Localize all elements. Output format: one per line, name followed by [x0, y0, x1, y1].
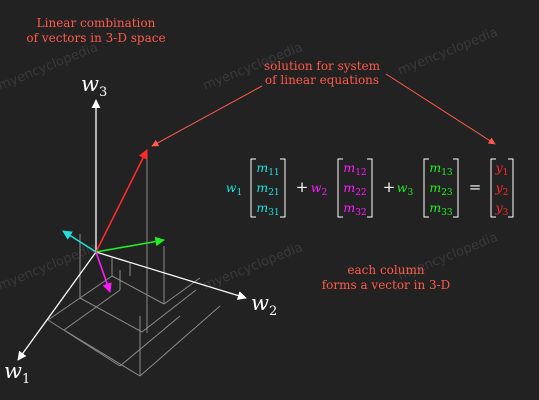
matrix-entry-m11: m11 — [256, 160, 279, 178]
axis-label-w2: w2 — [251, 291, 277, 319]
matrix-entry-m21: m21 — [256, 180, 279, 198]
weight-w1: w1 — [226, 180, 242, 198]
matrix-entry-m33: m33 — [429, 200, 453, 218]
matrix-column-2-right-bracket — [367, 158, 373, 218]
matrix-entry-m13: m13 — [429, 160, 453, 178]
result-entry-y1: y1 — [495, 160, 509, 178]
matrix-column-2-left-bracket — [337, 158, 343, 218]
plus-sign: + — [383, 178, 396, 196]
caption-linear-combination-line1: Linear combination — [37, 16, 156, 30]
watermark: myencyclopedia — [201, 240, 305, 294]
watermark: myencyclopedia — [396, 25, 500, 79]
weight-w3: w3 — [397, 180, 414, 198]
column-vector-2 — [95, 251, 112, 293]
caption-linear-combination-line2: of vectors in 3-D space — [26, 31, 165, 45]
result-entry-y2: y2 — [495, 180, 509, 198]
caption-each-column-line1: each column — [347, 263, 424, 277]
axis-label-w3: w3 — [81, 72, 107, 100]
caption-each-column-line2: forms a vector in 3-D — [322, 278, 451, 292]
pointer-arrow-to-result-column — [385, 73, 496, 145]
matrix-column-3-right-bracket — [453, 158, 459, 218]
result-column-right-bracket — [508, 158, 514, 218]
matrix-column-3-left-bracket — [423, 158, 429, 218]
plus-sign: + — [296, 178, 309, 196]
matrix-equation: w1m11m21m31+w2m12m22m32+w3m13m23m33=y1y2… — [226, 158, 514, 218]
axis-w2 — [95, 251, 247, 300]
column-vector-1 — [62, 230, 97, 253]
construction-grid — [47, 150, 221, 377]
caption-solution-line1: solution for system — [264, 59, 381, 73]
caption-solution-line2: of linear equations — [265, 73, 379, 87]
result-entry-y3: y3 — [495, 200, 509, 218]
pointer-arrow-to-result-vector — [151, 85, 263, 147]
matrix-entry-m22: m22 — [343, 180, 366, 198]
weight-w2: w2 — [311, 180, 327, 198]
axis-w1 — [17, 251, 97, 361]
result-vector-y — [95, 149, 148, 253]
matrix-entry-m32: m32 — [343, 200, 366, 218]
matrix-entry-m23: m23 — [429, 180, 453, 198]
matrix-column-1-left-bracket — [250, 158, 256, 218]
axis-label-w1: w1 — [4, 359, 30, 387]
result-column-left-bracket — [490, 158, 496, 218]
equals-sign: = — [469, 178, 482, 196]
column-vector-3 — [95, 236, 165, 253]
matrix-column-1-right-bracket — [280, 158, 286, 218]
matrix-entry-m31: m31 — [256, 200, 279, 218]
matrix-entry-m12: m12 — [343, 160, 366, 178]
